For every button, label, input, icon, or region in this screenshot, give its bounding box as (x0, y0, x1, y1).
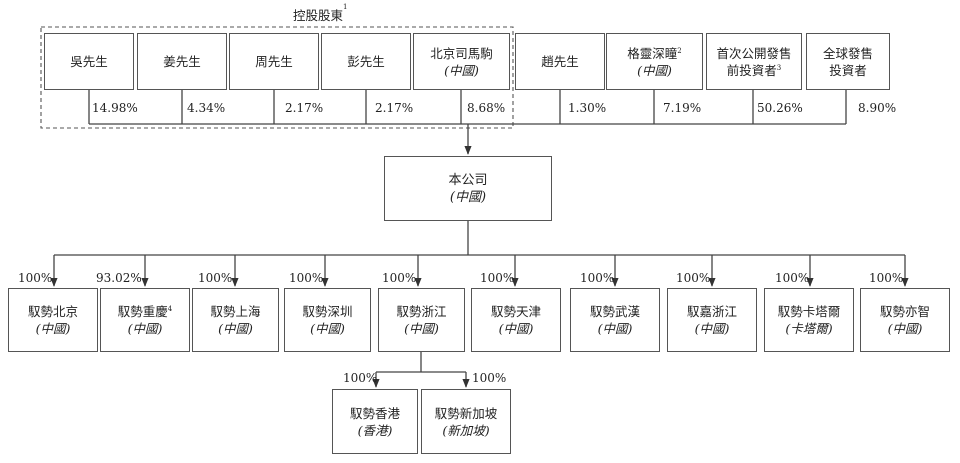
subsidiary-box-beijing[interactable]: 馭勢北京 (中國) (8, 288, 98, 352)
shareholder-name: 北京司馬駒 (430, 45, 493, 61)
shareholder-box-deepglint[interactable]: 格靈深瞳2 (中國) (606, 33, 703, 90)
subsidiary-pct: 100% (382, 271, 417, 285)
subsidiary-name: 馭勢亦智 (879, 304, 930, 319)
subsidiary-name: 馭勢武漢 (589, 304, 640, 319)
shareholder-name: 全球發售 (822, 45, 873, 61)
subsidiary-box-zhejiang[interactable]: 馭勢浙江 (中國) (378, 288, 465, 352)
subsidiary-box-wuhan[interactable]: 馭勢武漢 (中國) (570, 288, 660, 352)
subsidiary-name: 馭勢新加坡 (434, 405, 498, 421)
shareholding-pct: 2.17% (285, 101, 324, 115)
subsidiary-jurisdiction: (中國) (597, 321, 633, 336)
subsidiary-pct: 100% (289, 271, 324, 285)
subsidiary-box-yujia-zhejiang[interactable]: 馭嘉浙江 (中國) (667, 288, 757, 352)
shareholder-box-global-offering-investors[interactable]: 全球發售 投資者 (806, 33, 890, 90)
shareholding-pct: 8.90% (858, 101, 897, 115)
subsidiary-lines (50, 221, 909, 287)
group-label-text: 控股股東 (293, 8, 344, 23)
shareholder-jurisdiction: (中國) (637, 62, 672, 78)
subsidiary-jurisdiction: (中國) (35, 321, 71, 336)
subsidiary-name: 馭勢深圳 (302, 304, 353, 319)
shareholder-name: 吳先生 (70, 54, 108, 69)
subsidiary-footnote: 4 (167, 305, 173, 313)
shareholder-box-wu[interactable]: 吳先生 (44, 33, 134, 90)
shareholder-box-pre-ipo-investors[interactable]: 首次公開發售 前投資者3 (706, 33, 802, 90)
subsidiary-jurisdiction: (中國) (127, 321, 163, 336)
subsidiary-jurisdiction: (中國) (694, 321, 730, 336)
subsidiary-box-shanghai[interactable]: 馭勢上海 (中國) (192, 288, 279, 352)
subsidiary-name: 馭勢浙江 (396, 304, 447, 319)
shareholder-box-jiang[interactable]: 姜先生 (137, 33, 227, 90)
shareholder-box-zhou[interactable]: 周先生 (229, 33, 319, 90)
shareholding-pct: 7.19% (663, 101, 702, 115)
shareholder-name: 彭先生 (347, 54, 385, 69)
subsidiary-jurisdiction: (中國) (498, 321, 534, 336)
shareholding-pct: 50.26% (757, 101, 803, 115)
subsidiary-name: 馭勢卡塔爾 (777, 304, 841, 319)
shareholder-name: 首次公開發售 (716, 45, 792, 61)
sub-subsidiary-pct: 100% (343, 371, 378, 385)
shareholding-pct: 14.98% (92, 101, 138, 115)
shareholder-name: 周先生 (255, 54, 293, 69)
shareholder-name-line2: 投資者 (829, 62, 867, 78)
subsidiary-box-yizhi[interactable]: 馭勢亦智 (中國) (860, 288, 950, 352)
subsidiary-box-chongqing[interactable]: 馭勢重慶4 (中國) (100, 288, 190, 352)
shareholder-footnote: 3 (776, 63, 782, 72)
company-jurisdiction: (中國) (449, 189, 487, 205)
subsidiary-name: 馭勢香港 (349, 405, 400, 421)
subsidiary-jurisdiction: (香港) (357, 422, 393, 438)
shareholder-name: 趙先生 (541, 54, 579, 69)
sub-subsidiary-box-singapore[interactable]: 馭勢新加坡 (新加坡) (421, 389, 511, 454)
subsidiary-pct: 100% (480, 271, 515, 285)
subsidiary-pct: 93.02% (96, 271, 142, 285)
subsidiary-name: 馭嘉浙江 (686, 304, 737, 319)
subsidiary-box-qatar[interactable]: 馭勢卡塔爾 (卡塔爾) (764, 288, 854, 352)
subsidiary-box-shenzhen[interactable]: 馭勢深圳 (中國) (284, 288, 371, 352)
subsidiary-jurisdiction: (中國) (310, 321, 345, 336)
subsidiary-name: 馭勢天津 (490, 304, 541, 319)
sub-subsidiary-box-hongkong[interactable]: 馭勢香港 (香港) (332, 389, 418, 454)
shareholder-name: 格靈深瞳 (627, 45, 678, 61)
subsidiary-pct: 100% (18, 271, 53, 285)
shareholder-jurisdiction: (中國) (444, 62, 479, 78)
subsidiary-name: 馭勢上海 (210, 304, 261, 319)
shareholder-lines (88, 90, 847, 155)
shareholding-pct: 8.68% (467, 101, 506, 115)
second-tier-lines (372, 352, 470, 388)
shareholding-pct: 4.34% (187, 101, 226, 115)
controlling-shareholders-label: 控股股東1 (293, 3, 348, 24)
group-label-footnote: 1 (343, 3, 348, 11)
subsidiary-pct: 100% (869, 271, 904, 285)
subsidiary-jurisdiction: (中國) (218, 321, 253, 336)
subsidiary-box-tianjin[interactable]: 馭勢天津 (中國) (471, 288, 561, 352)
subsidiary-jurisdiction: (中國) (887, 321, 923, 336)
shareholder-box-peng[interactable]: 彭先生 (321, 33, 411, 90)
subsidiary-jurisdiction: (卡塔爾) (785, 321, 833, 336)
sub-subsidiary-pct: 100% (472, 371, 507, 385)
shareholder-footnote: 2 (677, 46, 682, 55)
subsidiary-jurisdiction: (新加坡) (442, 422, 490, 438)
subsidiary-name: 馭勢重慶 (117, 304, 168, 319)
shareholder-box-beijing-simaju[interactable]: 北京司馬駒 (中國) (413, 33, 510, 90)
subsidiary-pct: 100% (198, 271, 233, 285)
shareholding-pct: 1.30% (568, 101, 607, 115)
shareholding-pct: 2.17% (375, 101, 414, 115)
company-box[interactable]: 本公司 (中國) (384, 156, 552, 221)
subsidiary-name: 馭勢北京 (27, 304, 78, 319)
company-name: 本公司 (448, 172, 488, 188)
subsidiary-pct: 100% (775, 271, 810, 285)
shareholder-name-line2: 前投資者 (726, 62, 777, 78)
shareholder-box-zhao[interactable]: 趙先生 (515, 33, 605, 90)
subsidiary-pct: 100% (580, 271, 615, 285)
controlling-shareholders-group (40, 26, 514, 129)
shareholder-name: 姜先生 (163, 54, 201, 69)
subsidiary-pct: 100% (676, 271, 711, 285)
subsidiary-jurisdiction: (中國) (404, 321, 439, 336)
